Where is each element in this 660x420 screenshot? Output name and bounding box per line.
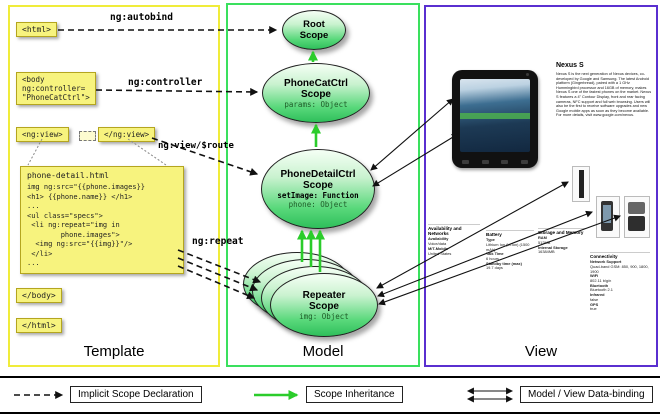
code-line: ... (27, 259, 40, 267)
product-description: Nexus S is the next generation of Nexus … (556, 72, 652, 118)
thumbnail-flip-bottom (628, 216, 645, 231)
phonedetailctrl-prop-setimage: setImage: Function (277, 191, 359, 200)
spec-header: Battery (486, 230, 534, 237)
phone-camera-icon (526, 73, 529, 76)
code-line: <h1> {{phone.name}} </h1> (27, 192, 133, 201)
ng-autobind-label: ng:autobind (110, 12, 173, 23)
nexus-phone-image (452, 70, 538, 168)
root-scope-title-1: Root (303, 19, 325, 30)
code-line: <img ng:src="{{img}}"/> (27, 240, 133, 248)
html-open-tag: <html> (16, 22, 57, 37)
phonedetailctrl-title-2: Scope (302, 180, 333, 191)
code-line: img ng:src="{{phone.images}} (27, 183, 146, 191)
thumbnail-flip-top (628, 202, 645, 214)
phonecatctrl-title-1: PhoneCatCtrl (284, 77, 348, 89)
legend-scope-inheritance: Scope Inheritance (306, 386, 403, 403)
code-box-title: phone-detail.html (27, 171, 109, 180)
ng-view-route-label: ng:view/$route (158, 141, 234, 151)
spec-row: Quad-band GSM: 850, 900, 1800, 1900 (590, 263, 649, 274)
code-line: phone.images"> (27, 230, 120, 239)
phone-softkey-icon (462, 160, 469, 164)
spec-row: 19.7 days (486, 265, 503, 271)
repeater-scope-ellipse: Repeater Scope img: Object (270, 273, 378, 337)
repeater-title-2: Scope (308, 300, 339, 312)
phone-detail-code-box: phone-detail.html img ng:src="{{phone.im… (20, 166, 184, 274)
ngview-open-tag: <ng:view> (16, 127, 69, 142)
repeater-title-1: Repeater (302, 289, 346, 301)
repeater-prop-img: img: Object (299, 311, 349, 321)
root-scope-title-2: Scope (299, 30, 329, 41)
phonedetailctrl-scope-ellipse: PhoneDetailCtrl Scope setImage: Function… (261, 149, 375, 229)
phone-thumbnail-3 (624, 196, 650, 238)
code-line: <li ng:repeat="img in (27, 221, 120, 229)
legend-implicit-scope: Implicit Scope Declaration (70, 386, 202, 403)
ngview-close-tag: </ng:view> (98, 127, 156, 142)
spec-header: Availability and Networks (428, 224, 480, 236)
phone-thumbnail-2 (596, 196, 620, 238)
thumbnail-phone-shape (579, 170, 584, 198)
code-line: </li> (27, 249, 53, 258)
spec-row: 16384MB (538, 249, 555, 255)
body-open-tag-line: "PhoneCatCtrl"> (22, 93, 90, 102)
html-close-tag: </html> (16, 318, 62, 333)
product-title: Nexus S (556, 62, 584, 69)
legend-data-binding: Model / View Data-binding (520, 386, 653, 403)
phone-screen-band (460, 112, 530, 119)
phonecatctrl-prop-params: params: Object (284, 99, 348, 109)
spec-row: United States (428, 250, 452, 256)
phonedetailctrl-title-1: PhoneDetailCtrl (280, 169, 356, 180)
phone-softkey-icon (501, 160, 509, 164)
template-panel-label: Template (83, 343, 145, 360)
phone-softkey-icon (520, 160, 528, 164)
phonecatctrl-scope-ellipse: PhoneCatCtrl Scope params: Object (262, 63, 370, 123)
phonedetailctrl-prop-phone: phone: Object (288, 200, 348, 209)
thumbnail-phone-screen (603, 205, 611, 223)
phone-screen (460, 79, 530, 152)
phone-thumbnail-1 (572, 166, 590, 202)
phone-softkeys (462, 160, 528, 164)
view-panel-label: View (524, 343, 558, 360)
spec-row: true (590, 306, 597, 312)
code-box-lines: img ng:src="{{phone.images}}<h1> {{phone… (27, 183, 177, 269)
body-open-tag-line: ng:controller= (22, 84, 86, 93)
spec-header: Storage and Memory (538, 228, 586, 235)
ngview-placeholder-box (79, 131, 96, 141)
body-open-tag-line: <body (22, 75, 45, 84)
phonecatctrl-title-2: Scope (300, 88, 331, 100)
view-panel: View (424, 5, 658, 367)
spec-header: Connectivity (590, 252, 650, 259)
code-line: ... (27, 202, 40, 210)
phone-softkey-icon (481, 160, 489, 164)
model-panel-label: Model (302, 343, 344, 360)
legend-bottom-rule (0, 412, 660, 414)
root-scope-ellipse: Root Scope (282, 10, 346, 50)
ng-repeat-label: ng:repeat (192, 236, 244, 247)
code-line: <ul class="specs"> (27, 211, 103, 220)
legend-top-rule (0, 376, 660, 378)
body-close-tag: </body> (16, 288, 62, 303)
ng-controller-label: ng:controller (128, 77, 203, 88)
